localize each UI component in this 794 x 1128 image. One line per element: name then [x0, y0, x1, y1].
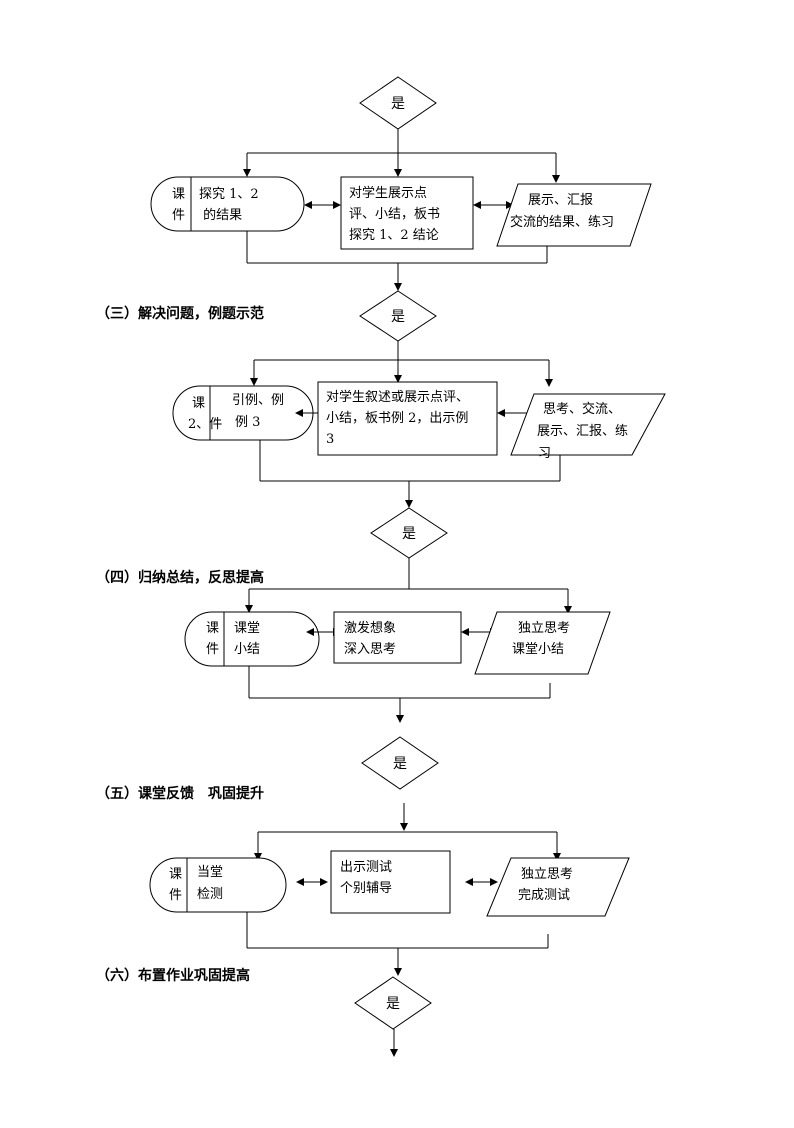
- courseware-terminal-1: 课 件 探究 1、2 的结果: [150, 176, 305, 232]
- decision-3: 是: [370, 507, 448, 559]
- courseware-terminal-4: 课 件 当堂 检测: [149, 857, 287, 913]
- io-parallelogram-1: 展示、汇报 交流的结果、练习: [496, 183, 652, 247]
- terminal-line: 探究 1、2: [199, 187, 259, 202]
- decision-label: 是: [386, 996, 400, 1012]
- courseware-label: 件: [206, 642, 219, 657]
- decision-2: 是: [359, 290, 437, 342]
- courseware-label: 课: [192, 396, 205, 411]
- io-line: 展示、汇报: [528, 193, 593, 208]
- process-line: 评、小结，板书: [349, 207, 440, 222]
- io-line: 独立思考: [521, 867, 573, 882]
- courseware-label: 件: [169, 888, 182, 903]
- courseware-label: 课: [206, 621, 219, 636]
- io-line: 完成测试: [518, 888, 570, 903]
- process-line: 深入思考: [344, 642, 396, 657]
- process-line: 个别辅导: [340, 881, 392, 896]
- process-line: 小结，板书例 2，出示例: [326, 411, 468, 426]
- section-heading-6: （六）布置作业巩固提高: [96, 967, 250, 984]
- process-box-4: 出示测试 个别辅导: [330, 850, 451, 914]
- decision-4: 是: [361, 736, 439, 790]
- decision-label: 是: [393, 756, 407, 772]
- io-line: 展示、汇报、练: [537, 424, 628, 439]
- decision-label: 是: [391, 309, 405, 325]
- section-heading-4: （四）归纳总结，反思提高: [96, 569, 264, 586]
- io-parallelogram-2: 思考、交流、 展示、汇报、练 习: [510, 393, 666, 461]
- process-box-3: 激发想象 深入思考: [333, 611, 462, 664]
- terminal-line: 当堂: [197, 865, 223, 880]
- process-box-1: 对学生展示点 评、小结，板书 探究 1、2 结论: [340, 176, 474, 250]
- decision-5: 是: [354, 976, 432, 1030]
- io-line: 独立思考: [518, 621, 570, 636]
- decision-1: 是: [359, 76, 437, 130]
- courseware-label: 2、件: [188, 417, 222, 432]
- io-line: 交流的结果、练习: [510, 214, 614, 230]
- terminal-line: 例 3: [235, 415, 260, 430]
- io-line: 课堂小结: [512, 642, 564, 657]
- terminal-line: 课堂: [234, 621, 260, 636]
- courseware-label: 课: [169, 867, 182, 882]
- terminal-line: 小结: [234, 642, 260, 657]
- section-heading-3: （三）解决问题，例题示范: [96, 305, 264, 322]
- section-heading-5: （五）课堂反馈 巩固提升: [96, 785, 264, 802]
- terminal-line: 检测: [197, 887, 223, 902]
- courseware-terminal-2: 课 2、件 引例、例 例 3: [172, 385, 314, 441]
- terminal-line: 引例、例: [232, 393, 284, 408]
- decision-label: 是: [391, 96, 405, 112]
- decision-label: 是: [402, 526, 416, 542]
- io-parallelogram-3: 独立思考 课堂小结: [474, 611, 611, 675]
- process-line: 激发想象: [344, 620, 396, 636]
- courseware-terminal-3: 课 件 课堂 小结: [184, 611, 320, 667]
- courseware-label: 件: [172, 208, 185, 223]
- io-parallelogram-4: 独立思考 完成测试: [486, 857, 630, 917]
- process-line: 出示测试: [340, 860, 392, 875]
- process-line: 对学生叙述或展示点评、: [326, 389, 469, 405]
- process-line: 3: [326, 432, 334, 447]
- terminal-line: 的结果: [199, 207, 242, 223]
- process-box-2: 对学生叙述或展示点评、 小结，板书例 2，出示例 3: [317, 381, 498, 456]
- io-line: 习: [538, 446, 551, 461]
- process-line: 探究 1、2 结论: [349, 228, 439, 243]
- io-line: 思考、交流、: [543, 401, 621, 417]
- courseware-label: 课: [172, 187, 185, 202]
- process-line: 对学生展示点: [349, 185, 427, 201]
